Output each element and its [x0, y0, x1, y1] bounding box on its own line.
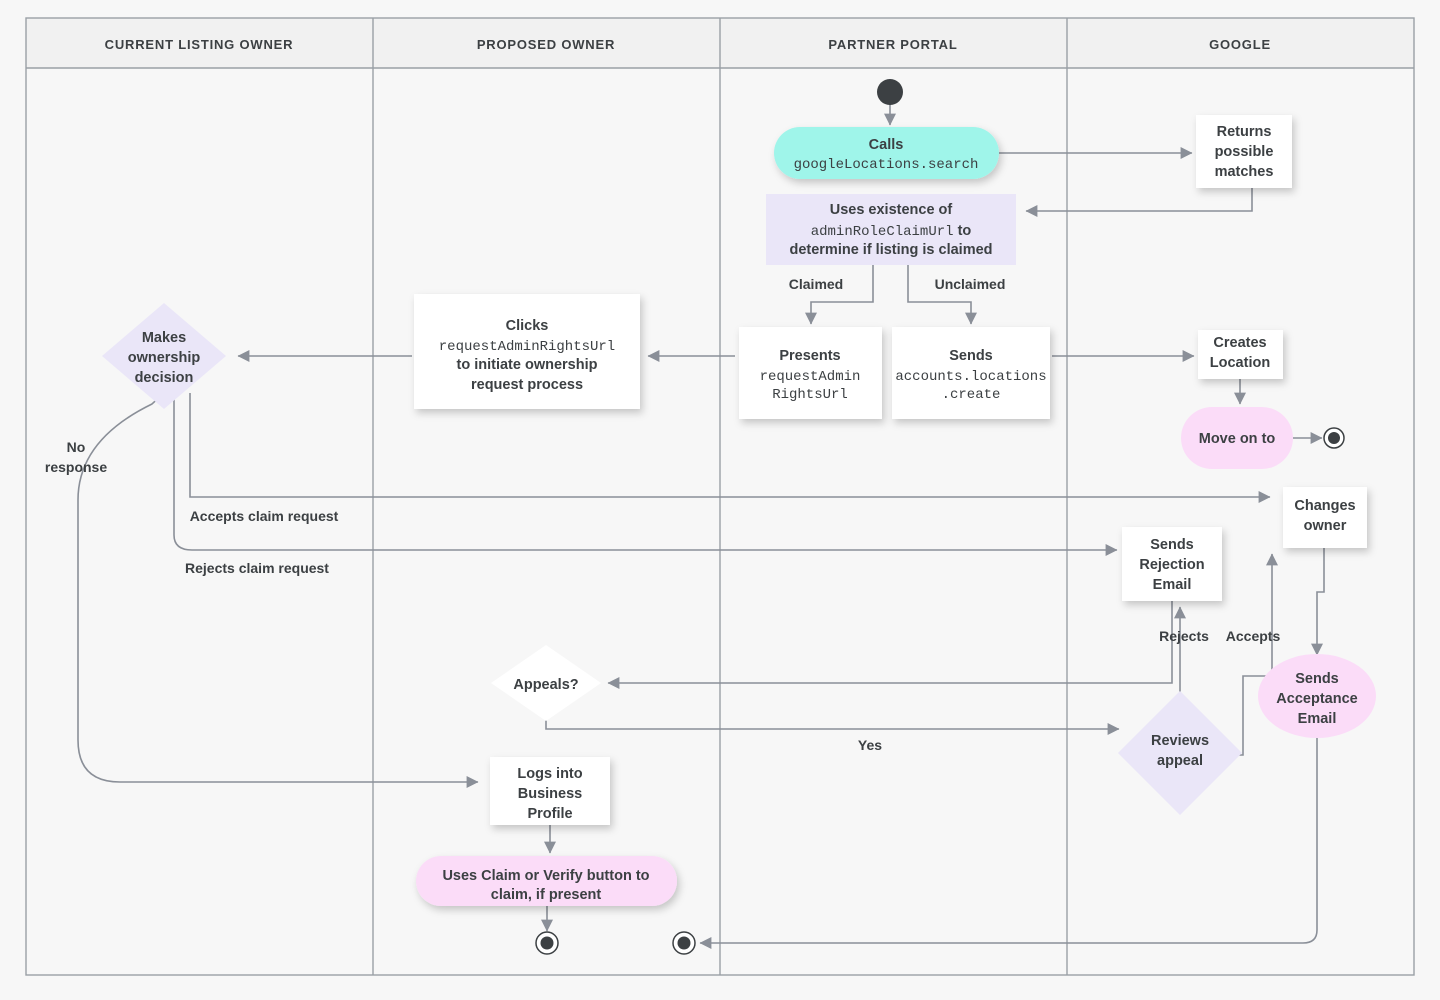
- presents-node-line2: requestAdmin: [760, 369, 861, 385]
- uses-claim-line2: claim, if present: [491, 887, 602, 903]
- edge-labels: Claimed Unclaimed No response Accepts cl…: [45, 276, 1281, 753]
- edge-label-claimed: Claimed: [789, 276, 843, 292]
- returns-node-line3: matches: [1215, 164, 1274, 180]
- uses-existence-line1: Uses existence of: [830, 202, 953, 218]
- uses-claim-or-verify-node[interactable]: Uses Claim or Verify button to claim, if…: [416, 856, 677, 906]
- presents-node-line1: Presents: [779, 348, 840, 364]
- edge-label-rejects: Rejects: [1159, 628, 1209, 644]
- start-node[interactable]: [877, 79, 903, 105]
- logs-into-business-profile-node[interactable]: Logs into Business Profile: [490, 757, 610, 825]
- returns-node-line1: Returns: [1217, 124, 1272, 140]
- end-node-partner-portal[interactable]: [672, 931, 696, 955]
- makes-ownership-decision-node[interactable]: Makes ownership decision: [102, 303, 226, 409]
- edge-decision-rejects-claim: [173, 393, 1118, 556]
- uses-existence-node[interactable]: Uses existence of adminRoleClaimUrl to d…: [766, 194, 1016, 265]
- calls-node-method: googleLocations.search: [794, 157, 979, 173]
- clicks-node-line2: requestAdminRightsUrl: [439, 339, 615, 355]
- clicks-request-admin-rights-url-node[interactable]: Clicks requestAdminRightsUrl to initiate…: [414, 294, 640, 409]
- acceptance-email-line2: Acceptance: [1276, 691, 1357, 707]
- decision-line1: Makes: [142, 330, 186, 346]
- creates-location-node[interactable]: Creates Location: [1198, 330, 1283, 379]
- returns-node-line2: possible: [1215, 144, 1274, 160]
- returns-possible-matches-node[interactable]: Returns possible matches: [1196, 115, 1292, 188]
- edge-uses-existence-claimed: [805, 265, 874, 325]
- lane-header-google: GOOGLE: [1209, 37, 1271, 52]
- uses-existence-line2: adminRoleClaimUrl to: [811, 223, 972, 240]
- lane-header-current-listing-owner: CURRENT LISTING OWNER: [105, 37, 294, 52]
- uses-existence-param: adminRoleClaimUrl: [811, 224, 954, 240]
- changes-owner-line1: Changes: [1294, 498, 1355, 514]
- uses-existence-line3: determine if listing is claimed: [789, 242, 992, 258]
- end-node-proposed-owner[interactable]: [535, 931, 559, 955]
- edge-returns-to-uses-existence: [1025, 188, 1253, 217]
- edge-decision-no-response: [77, 392, 479, 788]
- sends-create-line1: Sends: [949, 348, 993, 364]
- edge-label-yes: Yes: [858, 737, 882, 753]
- uses-claim-line1: Uses Claim or Verify button to: [442, 868, 649, 884]
- edge-rejection-to-appeals: [607, 601, 1173, 689]
- clicks-node-line4: request process: [471, 377, 583, 393]
- logs-into-line2: Business: [518, 786, 582, 802]
- rejection-email-line1: Sends: [1150, 537, 1194, 553]
- rejection-email-line3: Email: [1153, 577, 1192, 593]
- clicks-node-line1: Clicks: [506, 318, 549, 334]
- edge-label-unclaimed: Unclaimed: [935, 276, 1006, 292]
- reviews-appeal-line2: appeal: [1157, 753, 1203, 769]
- edge-label-accepts-claim-request: Accepts claim request: [190, 508, 339, 524]
- decision-line2: ownership: [128, 350, 201, 366]
- logs-into-line3: Profile: [527, 806, 572, 822]
- calls-node-title: Calls: [869, 137, 904, 153]
- changes-owner-line2: owner: [1304, 518, 1347, 534]
- appeals-label: Appeals?: [513, 677, 578, 693]
- creates-location-line1: Creates: [1213, 335, 1266, 351]
- sends-create-line3: .create: [942, 387, 1001, 403]
- decision-line3: decision: [135, 370, 194, 386]
- presents-request-admin-rights-url-node[interactable]: Presents requestAdmin RightsUrl: [739, 327, 882, 419]
- appeals-decision-node[interactable]: Appeals?: [491, 645, 601, 721]
- changes-owner-node[interactable]: Changes owner: [1283, 487, 1367, 548]
- reviews-appeal-line1: Reviews: [1151, 733, 1209, 749]
- uses-existence-param-suffix: to: [954, 223, 972, 239]
- acceptance-email-line3: Email: [1298, 711, 1337, 727]
- logs-into-line1: Logs into: [517, 766, 582, 782]
- edge-acceptance-to-end-partner: [699, 735, 1318, 949]
- sends-accounts-locations-create-node[interactable]: Sends accounts.locations .create: [892, 327, 1050, 419]
- edge-label-no-response-line2: response: [45, 459, 107, 475]
- clicks-node-line3: to initiate ownership: [457, 357, 598, 373]
- edge-changes-owner-to-acceptance: [1311, 548, 1325, 656]
- edge-label-no-response-line1: No: [67, 439, 86, 455]
- rejection-email-line2: Rejection: [1139, 557, 1204, 573]
- creates-location-line2: Location: [1210, 355, 1270, 371]
- edge-label-accepts: Accepts: [1226, 628, 1281, 644]
- move-on-to-label: Move on to: [1199, 431, 1276, 447]
- edge-uses-existence-unclaimed: [907, 265, 977, 325]
- sends-create-line2: accounts.locations: [895, 369, 1046, 385]
- sends-acceptance-email-node[interactable]: Sends Acceptance Email: [1258, 654, 1376, 738]
- edge-decision-accepts-claim: [189, 393, 1271, 503]
- sends-rejection-email-node[interactable]: Sends Rejection Email: [1122, 527, 1222, 601]
- end-node-google[interactable]: [1323, 427, 1345, 449]
- edge-label-rejects-claim-request: Rejects claim request: [185, 560, 329, 576]
- presents-node-line3: RightsUrl: [772, 387, 848, 403]
- lane-header-proposed-owner: PROPOSED OWNER: [477, 37, 615, 52]
- calls-google-locations-search-node[interactable]: Calls googleLocations.search: [774, 127, 999, 179]
- acceptance-email-line1: Sends: [1295, 671, 1339, 687]
- reviews-appeal-node[interactable]: Reviews appeal: [1118, 691, 1242, 815]
- move-on-to-node[interactable]: Move on to: [1181, 407, 1293, 469]
- lane-header-partner-portal: PARTNER PORTAL: [828, 37, 957, 52]
